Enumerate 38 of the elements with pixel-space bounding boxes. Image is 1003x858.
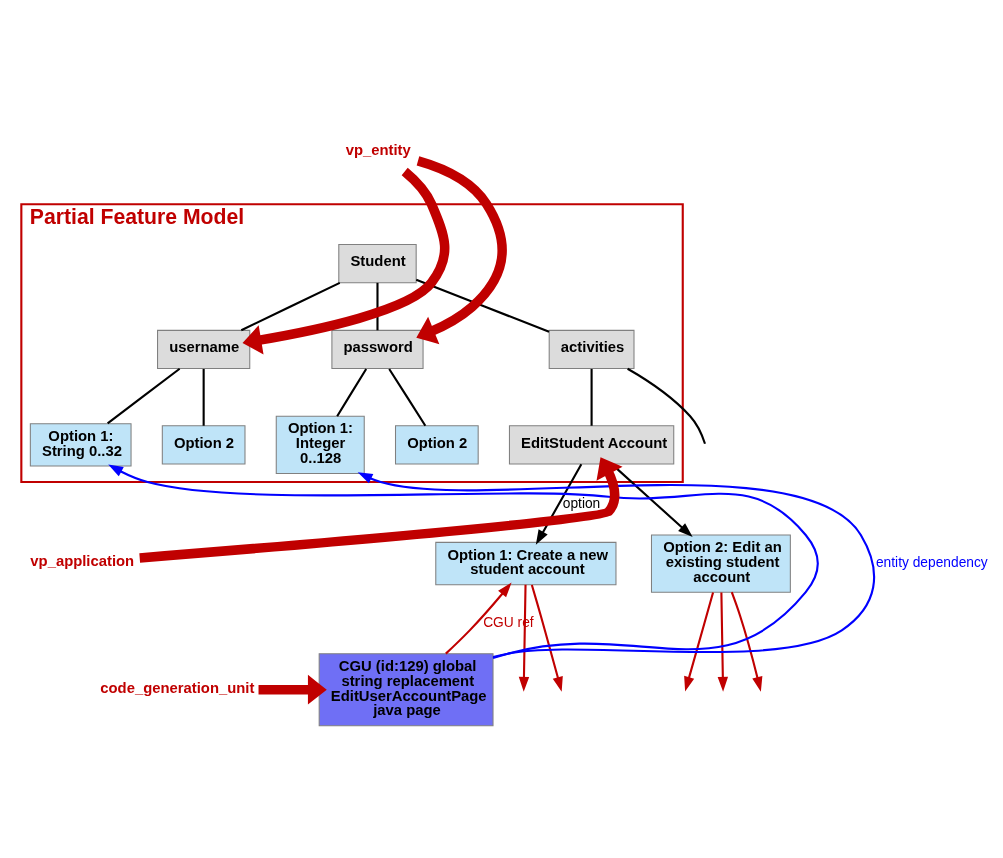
node-box: password	[331, 329, 424, 369]
arrow	[242, 167, 450, 354]
connector	[336, 367, 368, 417]
connector	[240, 281, 341, 331]
node-text: code_generation_unit	[100, 679, 255, 696]
connector	[590, 368, 593, 426]
node-box: Option 2: Edit an existing student account	[650, 533, 791, 593]
arrow	[357, 471, 876, 658]
connector	[107, 367, 181, 424]
edge-label: option	[562, 495, 601, 511]
connector	[627, 367, 706, 444]
node-text: vp_application	[30, 552, 135, 569]
node-text: vp_entity	[345, 141, 411, 158]
arrow	[108, 464, 819, 659]
connector	[202, 368, 205, 426]
node-box: Option 1: Create a new student account	[435, 541, 617, 585]
node-box: Option 1: Integer 0..128	[275, 415, 365, 474]
arrow	[445, 582, 512, 654]
connector	[388, 367, 427, 426]
node-box: username	[157, 329, 251, 369]
connector	[376, 282, 379, 330]
arrow	[535, 463, 583, 545]
arrow	[730, 591, 763, 692]
connector	[415, 278, 550, 333]
arrow	[258, 674, 327, 705]
node-box: EditStudent Account	[508, 424, 675, 464]
arrow	[684, 591, 715, 692]
node-box: Option 2	[161, 424, 246, 464]
node-box: activities	[548, 329, 635, 369]
arrow	[530, 584, 563, 692]
arrow	[717, 591, 729, 692]
node-box: Option 1: String 0..32	[29, 422, 132, 467]
node-box: CGU (id:129) global string replacement EditUserAccountPage java page	[318, 652, 494, 726]
arrow	[139, 456, 623, 563]
node-box: Option 2	[394, 424, 479, 464]
edge-label: entity dependency	[875, 554, 988, 570]
node-box: Student	[338, 243, 417, 283]
arrow	[416, 155, 507, 344]
